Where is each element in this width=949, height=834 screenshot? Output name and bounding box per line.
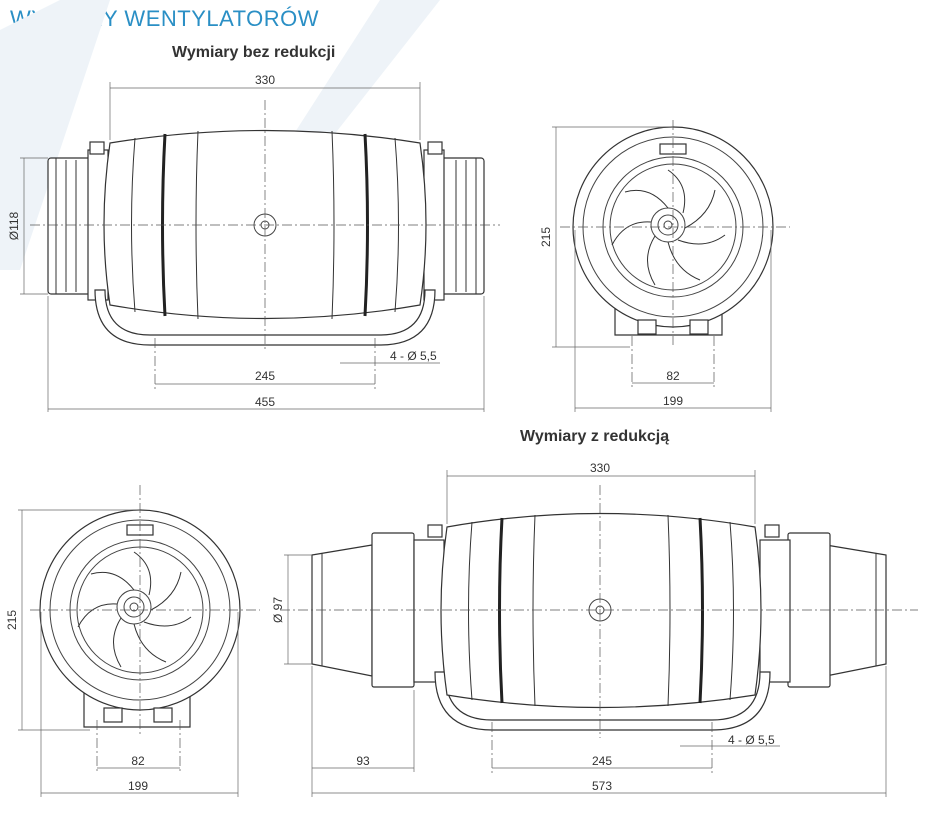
background-stripe (0, 0, 110, 270)
dim-base-width-2: 82 (131, 754, 145, 768)
background-stripe (290, 0, 440, 140)
dim-mount-spacing: 245 (255, 369, 275, 383)
dimensions-front-view-2: 215 82 199 (5, 509, 239, 797)
dimensions-front-view-1: 215 82 199 (539, 126, 772, 412)
dim-diameter: Ø118 (7, 211, 21, 240)
section-title-without-reduction: Wymiary bez redukcji (172, 44, 336, 61)
dim-body-length: 330 (255, 73, 275, 87)
dim-diameter-2: Ø 97 (271, 597, 285, 623)
dim-offset: 93 (356, 754, 370, 768)
dim-body-length-2: 330 (590, 461, 610, 475)
front-view-without-reduction (560, 120, 790, 388)
dimensions-side-view-2: 330 Ø 97 93 245 573 4 - Ø 5,5 (271, 461, 887, 797)
side-view-with-reduction (280, 485, 918, 776)
dimensions-side-view-1: 330 Ø118 245 455 4 - Ø 5,5 (7, 73, 485, 412)
dim-total-length-2: 573 (592, 779, 612, 793)
dim-base-width: 82 (666, 369, 680, 383)
side-view-without-reduction (30, 100, 500, 392)
dim-total-length: 455 (255, 395, 275, 409)
section-title-with-reduction: Wymiary z redukcją (520, 428, 670, 445)
dim-holes-2: 4 - Ø 5,5 (728, 733, 775, 747)
dim-mount-spacing-2: 245 (592, 754, 612, 768)
dim-width: 199 (663, 394, 683, 408)
dim-width-2: 199 (128, 779, 148, 793)
dim-height: 215 (539, 227, 553, 247)
dim-holes: 4 - Ø 5,5 (390, 349, 437, 363)
dim-height-2: 215 (5, 610, 19, 630)
front-view-with-reduction (30, 485, 260, 772)
